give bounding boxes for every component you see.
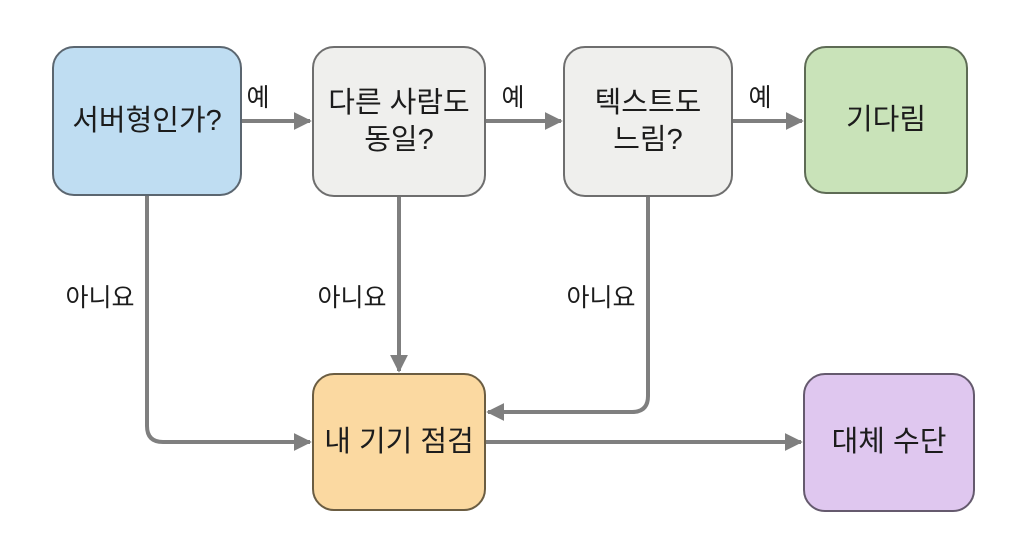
node-check-device-label: 내 기기 점검 [324, 425, 474, 458]
node-check-device: 내 기기 점검 [312, 373, 486, 511]
node-wait-result: 기다림 [804, 46, 968, 194]
edge-label-yes-3: 예 [748, 84, 772, 112]
edge-label-no-2: 아니요 [317, 284, 387, 312]
edge-label-no-1: 아니요 [65, 284, 135, 312]
edge-textslow-to-check-no [486, 197, 650, 421]
node-others-same-question: 다른 사람도 동일? [312, 46, 486, 197]
node-text-slow-question: 텍스트도 느림? [563, 46, 733, 197]
node-alternative-means-label: 대체 수단 [831, 426, 947, 459]
node-server-question: 서버형인가? [52, 46, 242, 196]
edge-label-no-3: 아니요 [566, 284, 636, 312]
edge-label-yes-1: 예 [246, 84, 270, 112]
node-alternative-means: 대체 수단 [803, 373, 975, 512]
node-wait-result-label: 기다림 [845, 103, 927, 136]
edge-label-yes-2: 예 [501, 84, 525, 112]
node-text-slow-question-label: 텍스트도 느림? [594, 87, 702, 156]
edge-server-to-check-no [145, 196, 312, 451]
node-others-same-question-label: 다른 사람도 동일? [328, 87, 470, 156]
node-server-question-label: 서버형인가? [72, 104, 222, 137]
